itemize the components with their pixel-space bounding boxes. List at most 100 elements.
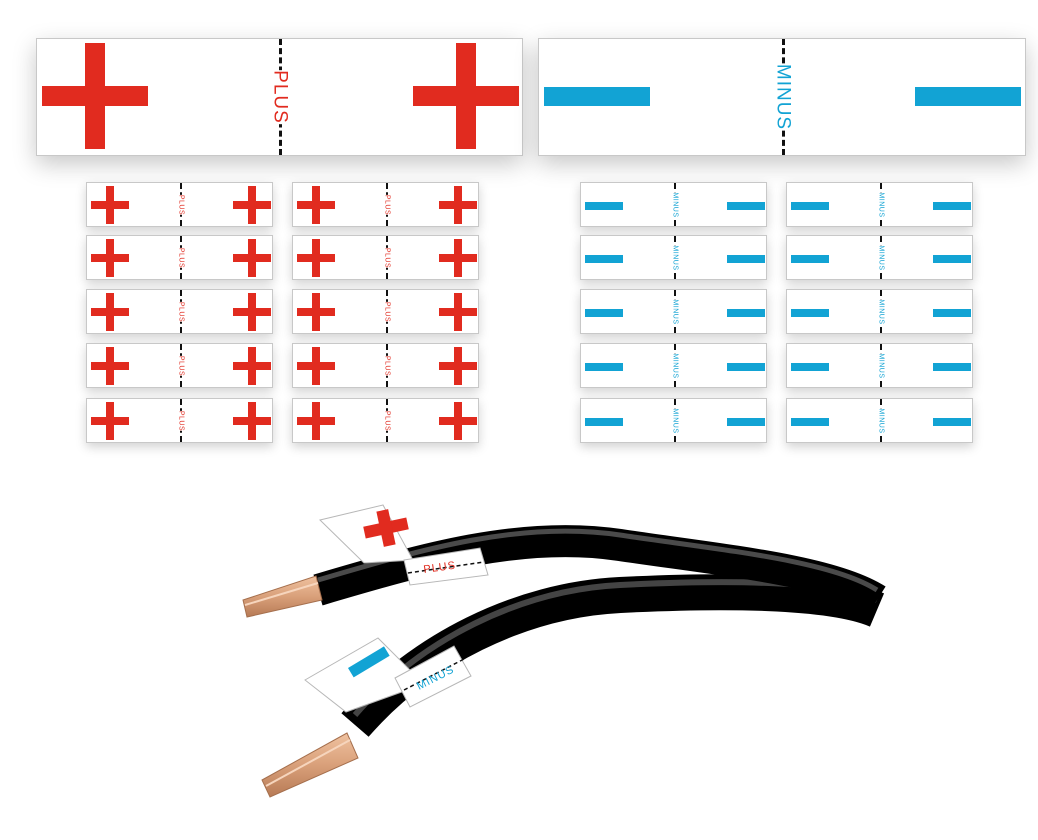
plus-icon [233,347,271,385]
minus-icon [791,202,829,210]
small-plus-label: PLUS [86,398,273,443]
minus-label-text: MINUS [671,407,679,434]
plus-icon [297,239,335,277]
plus-label-text: PLUS [383,247,391,268]
plus-icon [297,293,335,331]
minus-icon [791,363,829,371]
plus-label-text: PLUS [177,355,185,376]
small-plus-label: PLUS [86,182,273,227]
small-minus-label: MINUS [786,182,973,227]
plus-label-text: PLUS [383,194,391,215]
minus-icon [544,87,650,106]
copper-wire-end [261,732,359,798]
minus-icon [791,255,829,263]
plus-tag-flag [319,504,414,564]
plus-icon [233,186,271,224]
small-plus-label: PLUS [292,398,479,443]
plus-label-text: PLUS [177,194,185,215]
large-plus-label: PLUS [36,38,523,156]
minus-label-text: MINUS [671,191,679,218]
small-minus-label: MINUS [580,343,767,388]
plus-icon [297,402,335,440]
minus-label-text: MINUS [671,244,679,271]
small-minus-label: MINUS [580,182,767,227]
plus-label-text: PLUS [269,70,291,124]
minus-icon [727,309,765,317]
plus-icon [233,293,271,331]
plus-icon [439,293,477,331]
minus-icon [585,363,623,371]
small-minus-label: MINUS [580,289,767,334]
minus-icon [348,646,390,678]
small-plus-label: PLUS [86,289,273,334]
plus-icon [297,347,335,385]
plus-icon [363,509,409,547]
minus-tag-text: MINUS [415,664,456,693]
minus-icon [585,418,623,426]
minus-label-text: MINUS [877,244,885,271]
small-minus-label: MINUS [580,398,767,443]
minus-label-text: MINUS [877,407,885,434]
plus-icon [42,43,148,149]
minus-icon [791,309,829,317]
minus-icon [585,202,623,210]
minus-icon [585,255,623,263]
plus-icon [439,239,477,277]
minus-icon [727,363,765,371]
small-plus-label: PLUS [292,182,479,227]
plus-label-text: PLUS [383,355,391,376]
plus-label-text: PLUS [383,301,391,322]
large-minus-label: MINUS [538,38,1026,156]
plus-icon [439,347,477,385]
plus-icon [297,186,335,224]
plus-label-text: PLUS [177,301,185,322]
minus-icon [933,309,971,317]
minus-label-text: MINUS [671,298,679,325]
plus-cable: PLUS [242,504,886,618]
minus-icon [791,418,829,426]
minus-label-text: MINUS [772,63,794,131]
minus-icon [933,418,971,426]
plus-icon [413,43,519,149]
small-plus-label: PLUS [292,289,479,334]
minus-icon [585,309,623,317]
minus-icon [915,87,1021,106]
minus-icon [933,363,971,371]
copper-wire-end [242,575,323,618]
plus-tag-band [403,547,489,586]
small-plus-label: PLUS [86,235,273,280]
plus-label-text: PLUS [177,410,185,431]
small-plus-label: PLUS [292,343,479,388]
minus-icon [933,255,971,263]
small-minus-label: MINUS [786,398,973,443]
plus-icon [439,402,477,440]
minus-tag-band [394,645,472,708]
small-plus-label: PLUS [292,235,479,280]
plus-icon [233,239,271,277]
minus-tag-flag [304,637,425,713]
minus-label-text: MINUS [877,298,885,325]
plus-icon [91,347,129,385]
plus-icon [233,402,271,440]
minus-label-text: MINUS [671,352,679,379]
plus-icon [91,402,129,440]
minus-label-text: MINUS [877,352,885,379]
minus-cable: MINUS [261,574,885,798]
small-minus-label: MINUS [580,235,767,280]
plus-label-text: PLUS [177,247,185,268]
minus-icon [727,202,765,210]
small-plus-label: PLUS [86,343,273,388]
small-minus-label: MINUS [786,289,973,334]
plus-label-text: PLUS [383,410,391,431]
minus-icon [727,255,765,263]
minus-icon [727,418,765,426]
plus-icon [91,239,129,277]
minus-label-text: MINUS [877,191,885,218]
plus-icon [91,186,129,224]
small-minus-label: MINUS [786,235,973,280]
small-minus-label: MINUS [786,343,973,388]
plus-icon [439,186,477,224]
plus-icon [91,293,129,331]
minus-icon [933,202,971,210]
plus-tag-text: PLUS [423,560,457,576]
